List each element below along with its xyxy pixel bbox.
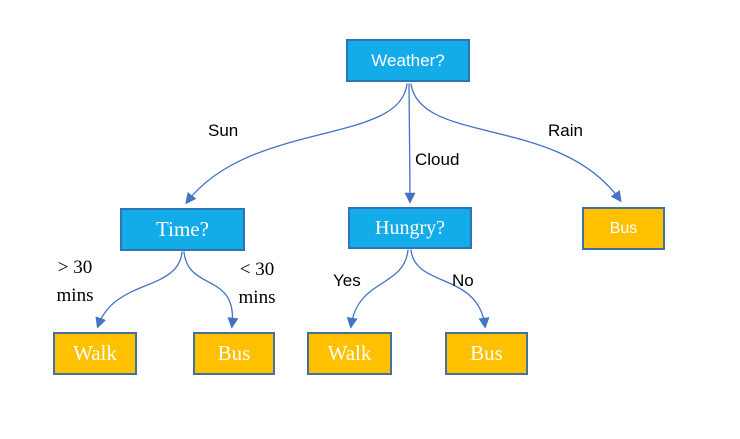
- connector-yes: [346, 249, 409, 329]
- edge-label-gt30-line2: mins: [56, 285, 94, 306]
- edge-label-gt30-line1: > 30: [57, 257, 93, 278]
- node-walk-hungry: Walk: [307, 332, 392, 375]
- node-time: Time?: [120, 208, 245, 251]
- node-time-label: Time?: [156, 217, 209, 241]
- edge-label-sun: Sun: [208, 121, 239, 140]
- connector-sun: [185, 83, 408, 205]
- node-weather-label: Weather?: [371, 50, 445, 70]
- edge-label-lt30-line1: < 30: [239, 259, 275, 280]
- node-walk-time: Walk: [53, 332, 137, 375]
- node-weather: Weather?: [346, 39, 470, 82]
- node-hungry: Hungry?: [348, 207, 472, 249]
- node-bus-rain-label: Bus: [609, 219, 638, 237]
- edge-label-no: No: [452, 271, 474, 290]
- connector-gt30: [95, 251, 183, 329]
- node-bus-time-label: Bus: [217, 341, 251, 365]
- edge-label-yes: Yes: [333, 271, 361, 290]
- edge-label-lt30-line2: mins: [238, 287, 276, 308]
- connector-no: [410, 249, 490, 329]
- edge-label-lt30: < 30 mins: [222, 256, 292, 312]
- edge-label-rain: Rain: [548, 121, 583, 140]
- edge-label-cloud: Cloud: [415, 150, 460, 169]
- node-hungry-label: Hungry?: [375, 216, 445, 239]
- connector-lt30: [183, 251, 239, 329]
- connector-cloud: [404, 83, 416, 204]
- node-walk-hungry-label: Walk: [327, 341, 372, 365]
- node-bus-rain: Bus: [582, 207, 665, 250]
- connector-rain: [410, 83, 622, 203]
- node-bus-hungry: Bus: [445, 332, 528, 375]
- node-walk-time-label: Walk: [73, 341, 117, 365]
- node-bus-hungry-label: Bus: [470, 341, 503, 365]
- node-bus-time: Bus: [193, 332, 275, 375]
- edge-label-gt30: > 30 mins: [40, 254, 110, 310]
